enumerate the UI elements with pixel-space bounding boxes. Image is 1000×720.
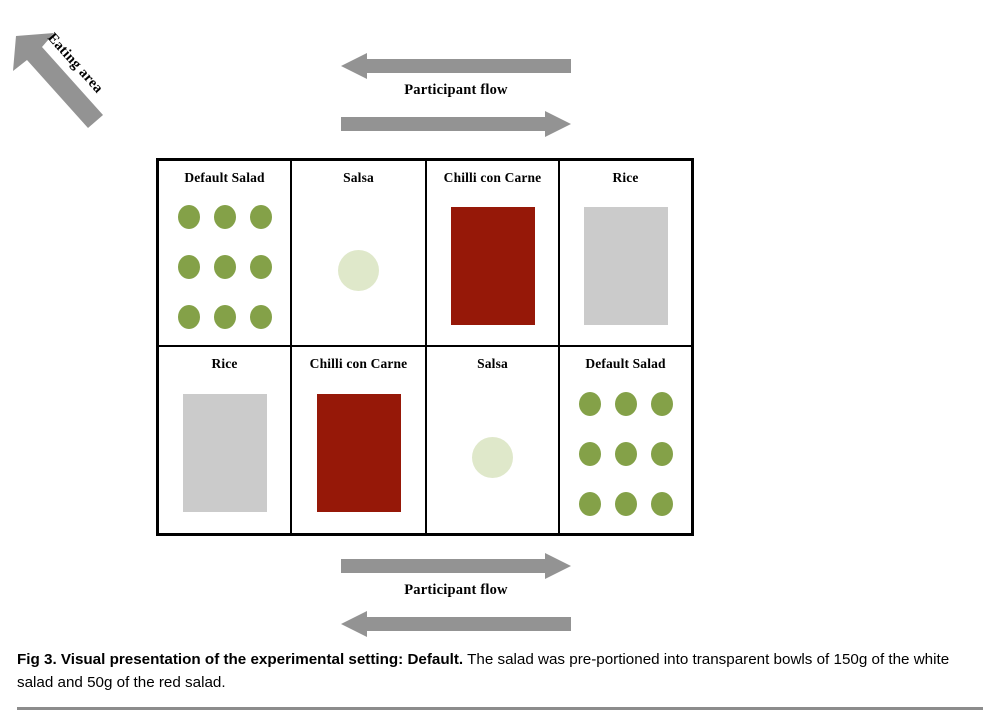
participant-flow-bottom: Participant flow xyxy=(341,552,571,638)
station-grid: Default Salad Salsa xyxy=(156,158,694,536)
station-title: Default Salad xyxy=(184,170,265,185)
participant-flow-label: Participant flow xyxy=(404,582,508,598)
salad-bowl xyxy=(578,492,601,516)
station-body xyxy=(159,193,290,339)
salad-bowl xyxy=(249,255,272,279)
salad-bowl xyxy=(249,205,272,229)
salad-bowl xyxy=(249,305,272,329)
salad-bowl xyxy=(177,205,200,229)
station-title: Salsa xyxy=(343,170,374,185)
station-cell-rice-bottom[interactable]: Rice xyxy=(159,347,292,533)
station-cell-salsa-bottom[interactable]: Salsa xyxy=(427,347,560,533)
station-body xyxy=(560,379,691,527)
station-title: Chilli con Carne xyxy=(443,170,542,185)
station-body xyxy=(159,379,290,527)
station-cell-default-salad-top[interactable]: Default Salad xyxy=(159,161,292,347)
salad-bowl xyxy=(578,392,601,416)
station-title: Default Salad xyxy=(585,356,666,371)
station-title: Salsa xyxy=(477,356,508,371)
chilli-tray xyxy=(450,207,535,325)
station-body xyxy=(292,379,425,527)
station-body xyxy=(560,193,691,339)
station-body xyxy=(427,379,558,527)
station-cell-salsa-top[interactable]: Salsa xyxy=(292,161,427,347)
eating-area-group: Eating area xyxy=(8,14,188,134)
salad-bowl xyxy=(614,442,637,466)
salad-bowl xyxy=(650,492,673,516)
figure-caption: Fig 3. Visual presentation of the experi… xyxy=(17,649,967,694)
station-body xyxy=(292,193,425,339)
station-title: Rice xyxy=(612,170,639,185)
salad-bowl xyxy=(614,492,637,516)
salad-bowl xyxy=(213,205,236,229)
participant-flow-top: Participant flow xyxy=(341,52,571,138)
arrow-right-icon xyxy=(341,111,571,137)
station-title: Rice xyxy=(211,356,238,371)
salad-bowl xyxy=(177,255,200,279)
arrow-up-left-icon xyxy=(13,33,103,128)
salad-bowl xyxy=(614,392,637,416)
arrow-left-icon xyxy=(341,611,571,637)
station-cell-rice-top[interactable]: Rice xyxy=(560,161,691,347)
station-cell-chilli-top[interactable]: Chilli con Carne xyxy=(427,161,560,347)
salad-bowl xyxy=(213,305,236,329)
salad-bowl xyxy=(650,392,673,416)
figure-canvas: Eating area Participant flow Default Sal… xyxy=(8,14,694,638)
participant-flow-label: Participant flow xyxy=(404,82,508,98)
caption-divider xyxy=(17,707,983,710)
arrow-left-icon xyxy=(341,53,571,79)
salsa-bowl xyxy=(338,249,379,291)
chilli-tray xyxy=(316,394,401,512)
salsa-bowl xyxy=(472,436,513,478)
station-cell-chilli-bottom[interactable]: Chilli con Carne xyxy=(292,347,427,533)
salad-bowl xyxy=(213,255,236,279)
caption-title: Fig 3. Visual presentation of the experi… xyxy=(17,651,464,668)
station-title: Chilli con Carne xyxy=(309,356,408,371)
arrow-right-icon xyxy=(341,553,571,579)
salad-bowls-group xyxy=(578,392,673,516)
salad-bowl xyxy=(578,442,601,466)
rice-tray xyxy=(182,394,267,512)
salad-bowl xyxy=(650,442,673,466)
salad-bowls-group xyxy=(177,205,272,329)
rice-tray xyxy=(583,207,668,325)
station-body xyxy=(427,193,558,339)
caption-text: The salad was pre-portioned into transpa… xyxy=(17,651,950,691)
salad-bowl xyxy=(177,305,200,329)
station-cell-default-salad-bottom[interactable]: Default Salad xyxy=(560,347,691,533)
